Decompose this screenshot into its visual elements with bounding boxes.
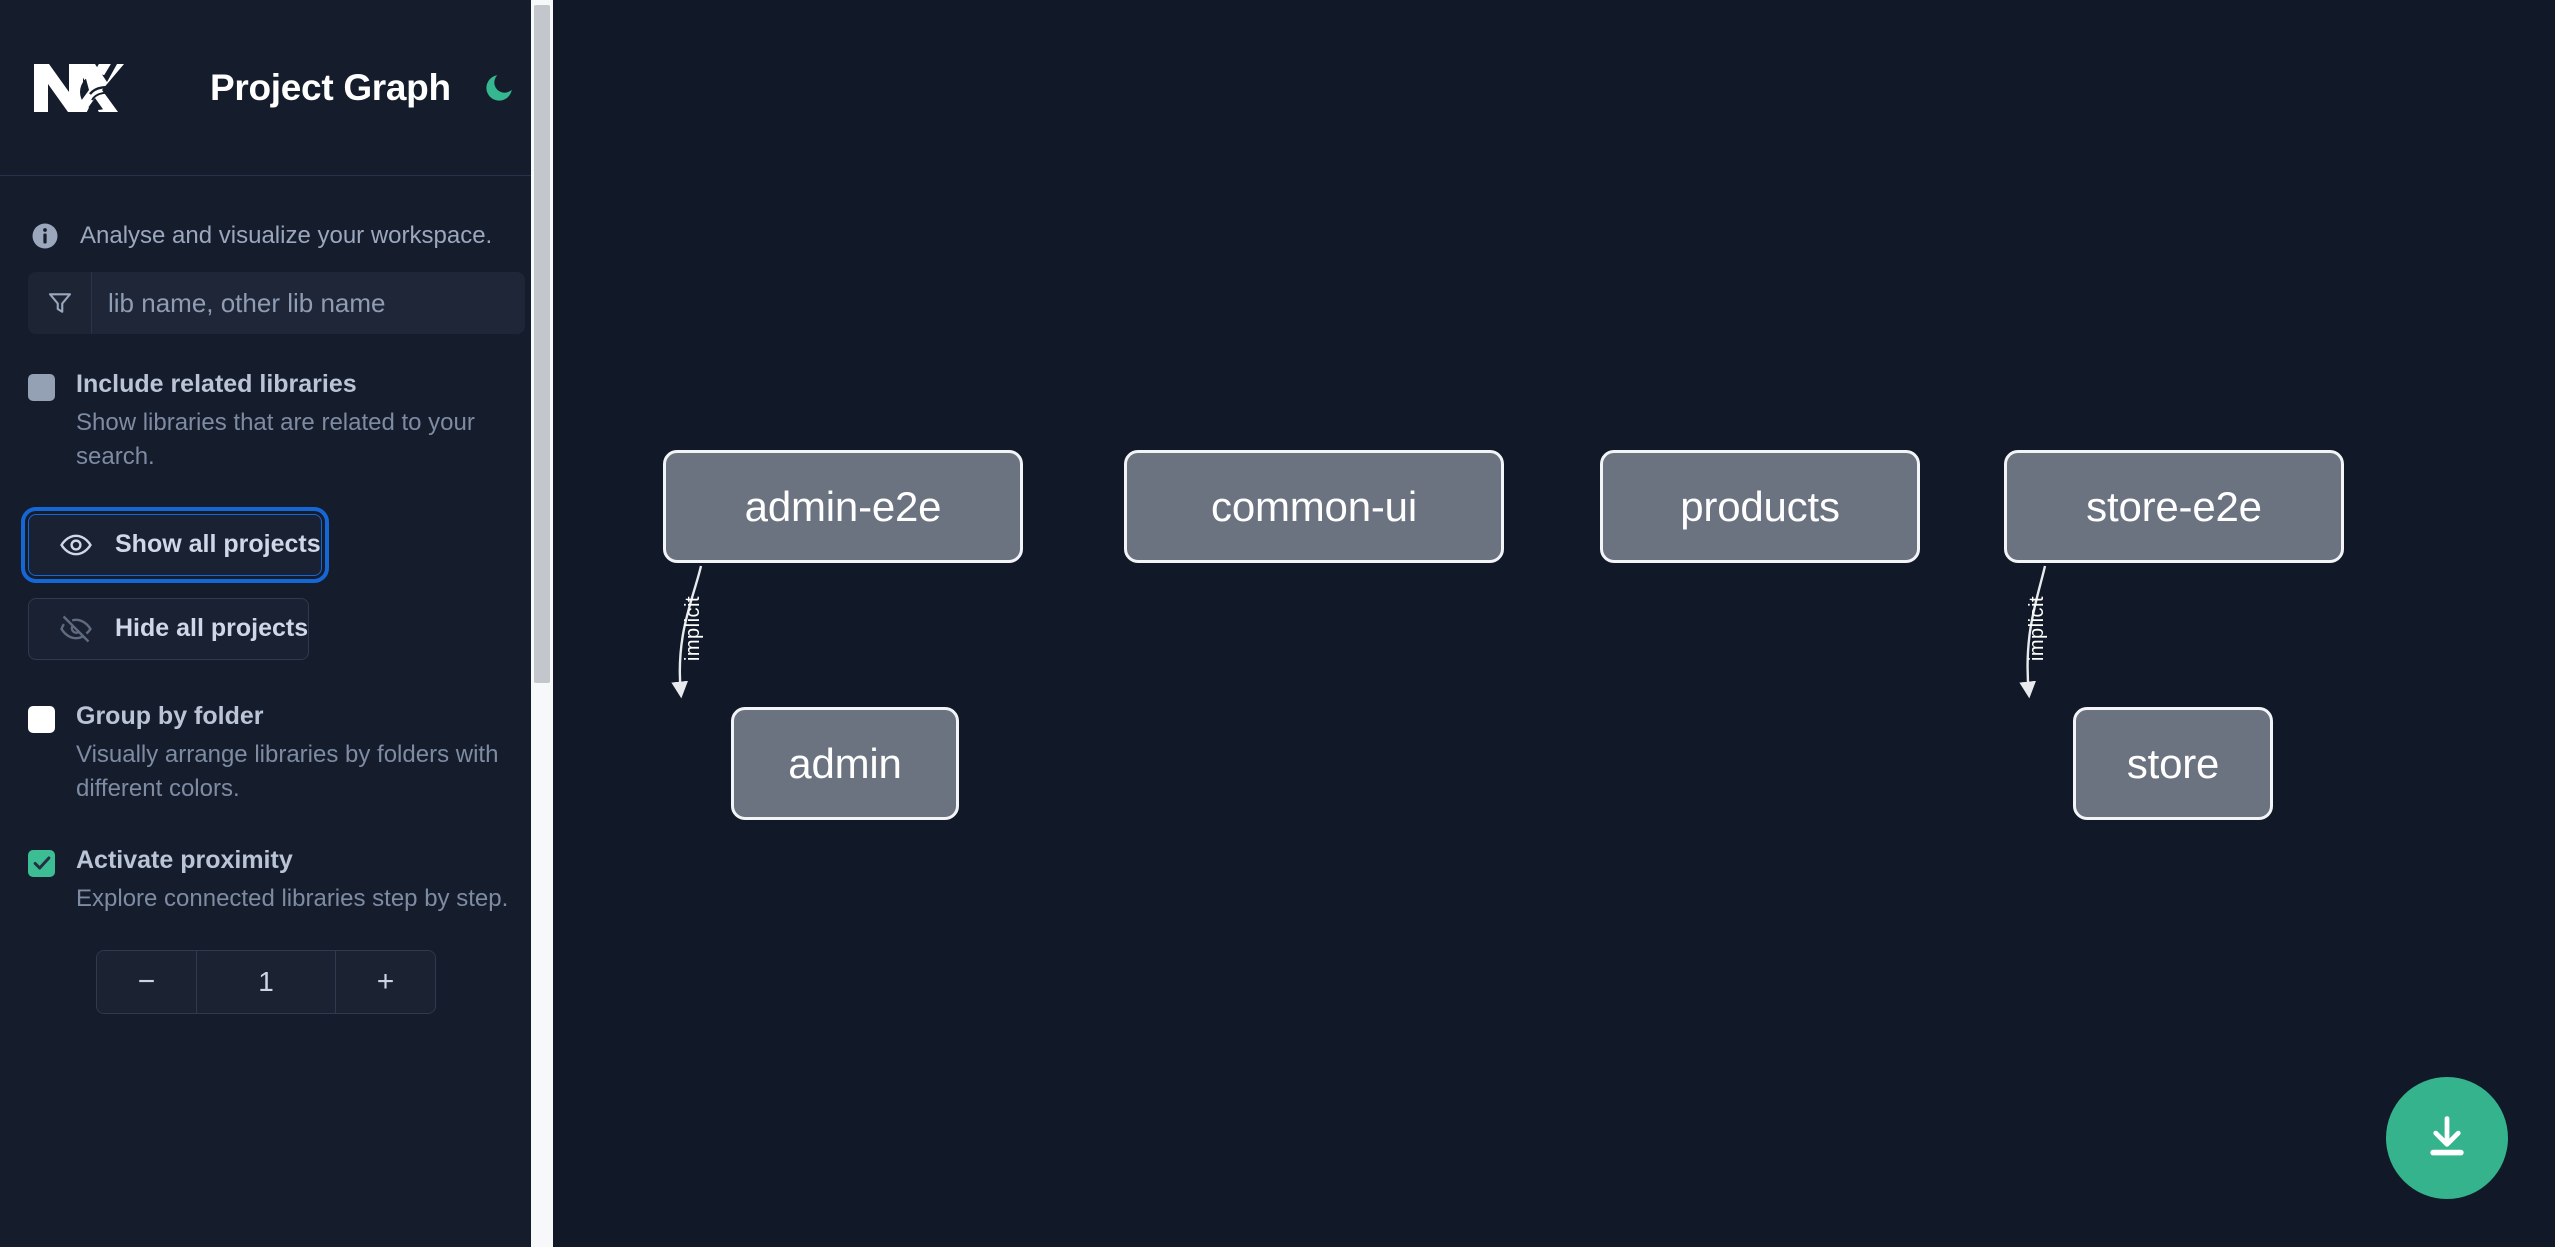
eye-off-icon — [59, 612, 93, 646]
graph-node-label: common-ui — [1211, 482, 1417, 530]
proximity-stepper: − 1 + — [96, 949, 436, 1014]
graph-node-label: admin-e2e — [744, 482, 942, 530]
option-group-by-folder[interactable]: Group by folder Visually arrange librari… — [28, 700, 525, 806]
project-visibility-actions: Show all projects Hide all projects — [21, 506, 525, 660]
group-by-folder-description: Visually arrange libraries by folders wi… — [76, 740, 499, 802]
option-activate-proximity[interactable]: Activate proximity Explore connected lib… — [28, 844, 525, 916]
group-by-folder-checkbox[interactable] — [28, 705, 55, 733]
graph-node-label: store-e2e — [2086, 482, 2262, 530]
funnel-icon — [28, 272, 92, 334]
graph-edges — [671, 565, 2047, 699]
info-icon — [30, 221, 60, 251]
graph-node-label: products — [1680, 482, 1840, 530]
proximity-increment-button[interactable]: + — [335, 950, 435, 1013]
sidebar-header: Project Graph — [0, 0, 553, 176]
graph-node-admin-e2e[interactable]: admin-e2e — [663, 450, 1023, 563]
include-related-libraries-checkbox[interactable] — [28, 374, 55, 401]
graph-edge-label-store: implicit — [2026, 595, 2049, 662]
search-input[interactable] — [92, 272, 525, 334]
graph-node-store[interactable]: store — [2073, 707, 2273, 820]
option-include-related-libraries[interactable]: Include related libraries Show libraries… — [28, 368, 525, 474]
download-icon — [2421, 1111, 2473, 1166]
graph-node-store-e2e[interactable]: store-e2e — [2004, 450, 2344, 563]
graph-node-products[interactable]: products — [1600, 450, 1920, 563]
sidebar-scrollbar-thumb[interactable] — [534, 5, 550, 683]
hide-all-projects-button[interactable]: Hide all projects — [28, 597, 310, 660]
include-related-libraries-description: Show libraries that are related to your … — [76, 408, 475, 470]
proximity-value: 1 — [197, 950, 335, 1013]
sidebar-scrollbar[interactable] — [531, 0, 553, 1247]
filter-bar — [28, 272, 525, 334]
graph-node-admin[interactable]: admin — [731, 707, 959, 820]
graph-edge-label-admin: implicit — [682, 595, 705, 662]
page-title: Project Graph — [210, 66, 451, 108]
nx-logo-icon — [28, 56, 124, 120]
graph-node-common-ui[interactable]: common-ui — [1124, 450, 1504, 563]
include-related-libraries-label: Include related libraries — [76, 370, 357, 398]
sidebar-tagline-text: Analyse and visualize your workspace. — [80, 221, 493, 249]
proximity-decrement-button[interactable]: − — [97, 950, 197, 1013]
group-by-folder-label: Group by folder — [76, 701, 264, 730]
activate-proximity-description: Explore connected libraries step by step… — [76, 884, 509, 912]
graph-node-label: store — [2126, 739, 2220, 787]
sidebar-tagline: Analyse and visualize your workspace. — [0, 176, 553, 262]
show-all-projects-label: Show all projects — [115, 530, 321, 559]
activate-proximity-label: Activate proximity — [76, 845, 293, 874]
graph-node-label: admin — [788, 739, 902, 787]
sidebar: Project Graph Analyse and visualize yo — [0, 0, 553, 1247]
eye-icon — [59, 528, 93, 562]
hide-all-projects-label: Hide all projects — [115, 614, 309, 643]
show-all-projects-button[interactable]: Show all projects — [21, 506, 329, 583]
moon-icon[interactable] — [479, 68, 519, 108]
graph-canvas[interactable]: admin-e2e common-ui products store-e2e a… — [553, 0, 2555, 1247]
activate-proximity-checkbox[interactable] — [28, 849, 55, 877]
download-graph-button[interactable] — [2386, 1077, 2508, 1199]
